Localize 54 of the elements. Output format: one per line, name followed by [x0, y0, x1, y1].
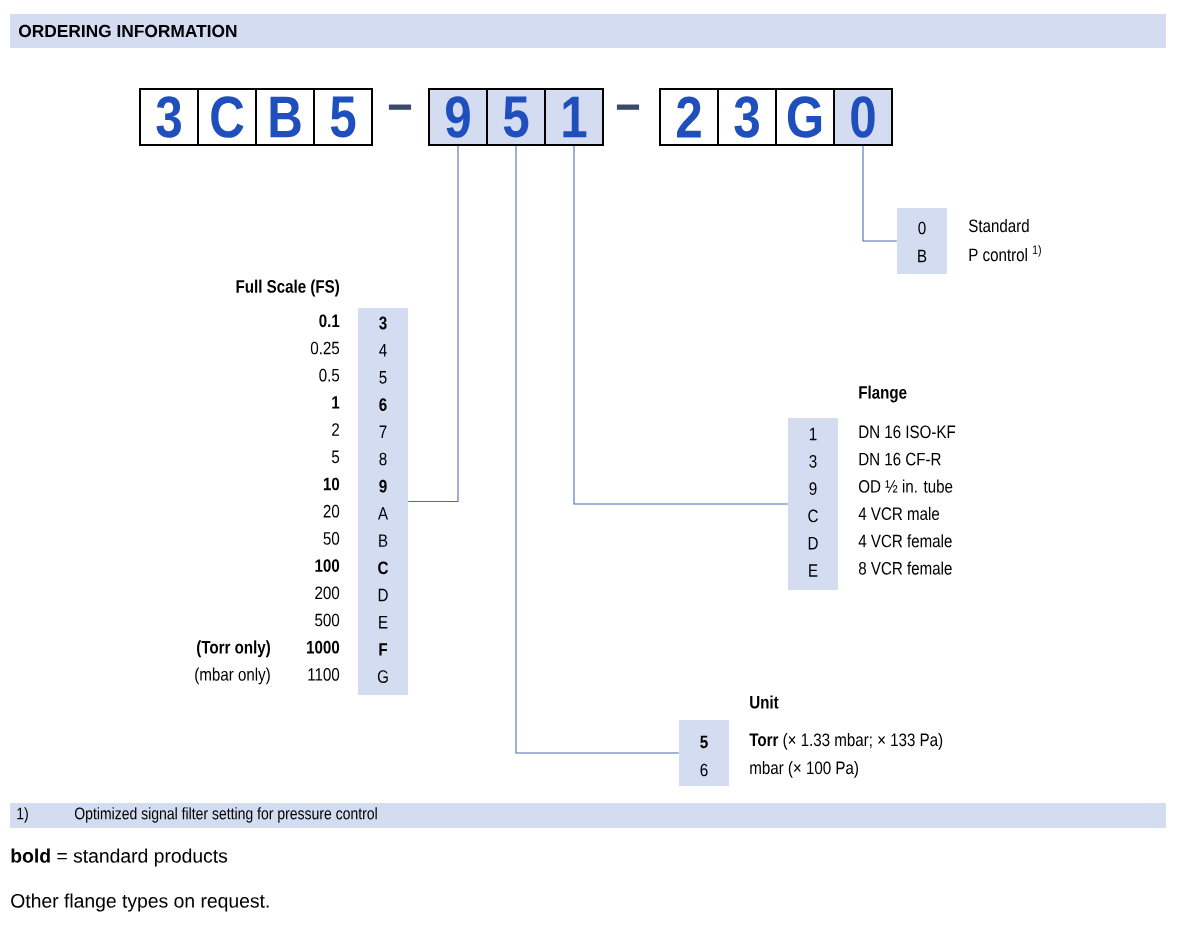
code-box: 3	[139, 88, 199, 146]
code-box: 5	[313, 88, 373, 146]
option-label: 4 VCR female	[858, 534, 952, 548]
option-label: 100	[315, 559, 340, 572]
option-label: 0.5	[319, 368, 340, 382]
option-label: 0.25	[310, 341, 340, 355]
option-label: 0.1	[319, 314, 340, 328]
leader-line	[515, 145, 680, 754]
option-label: 1	[332, 396, 340, 409]
column-heading: Flange	[859, 385, 907, 403]
code-box: 9	[428, 88, 488, 146]
option-label: 20	[323, 504, 340, 518]
code-box: 3	[717, 88, 777, 146]
code-box: 1	[544, 88, 604, 146]
leader-line	[573, 145, 789, 505]
code-box: G	[775, 88, 835, 146]
option-label: 5	[331, 450, 340, 464]
leader-line	[407, 145, 459, 503]
option-label: 8 VCR female	[858, 561, 952, 575]
option-label: (Torr only)	[197, 640, 270, 658]
code-box: B	[255, 88, 315, 146]
separator-dash: –	[388, 104, 412, 110]
option-label: 2	[332, 423, 339, 436]
option-label: 50	[323, 532, 340, 545]
option-label: DN 16 ISO-KF	[859, 425, 956, 439]
option-label: 1000	[307, 640, 340, 654]
option-label: Torr (× 1.33 mbar; × 133 Pa)	[749, 732, 943, 750]
option-label: 4 VCR male	[858, 506, 940, 521]
column-heading: Full Scale (FS)	[236, 279, 339, 297]
option-label: (mbar only)	[195, 667, 270, 685]
option-label: 200	[315, 586, 340, 600]
option-label: P control $^{1)}$	[969, 244, 1041, 262]
option-label: 1100	[308, 668, 340, 681]
separator-dash: –	[616, 104, 640, 110]
code-box: 5	[486, 88, 546, 146]
option-label: OD ½ in. tube	[859, 479, 953, 493]
option-label: Standard	[968, 218, 1029, 233]
option-label: mbar (× 100 Pa)	[750, 760, 858, 778]
column-heading: Unit	[750, 695, 779, 709]
code-box: 2	[659, 88, 719, 146]
option-label: 500	[315, 613, 340, 627]
note-text: Other flange types on request.	[11, 893, 269, 912]
code-column: 3 4 5 6 7 8 9 A B C D E F G	[358, 308, 408, 695]
code-column: 1 3 9 C D E	[788, 418, 838, 590]
code-column: 0 B	[897, 208, 947, 274]
footnote-band: 1) Optimized signal filter setting for pressure control	[10, 803, 1166, 828]
option-label: DN 16 CF-R	[859, 452, 941, 466]
code-box: 0	[833, 88, 893, 146]
note-text: bold = standard products	[11, 848, 228, 867]
code-column: 5 6	[679, 720, 729, 786]
title-band: ORDERING INFORMATION	[10, 14, 1166, 48]
leader-line	[862, 145, 898, 242]
code-box: C	[197, 88, 257, 146]
option-label: 10	[323, 477, 340, 491]
